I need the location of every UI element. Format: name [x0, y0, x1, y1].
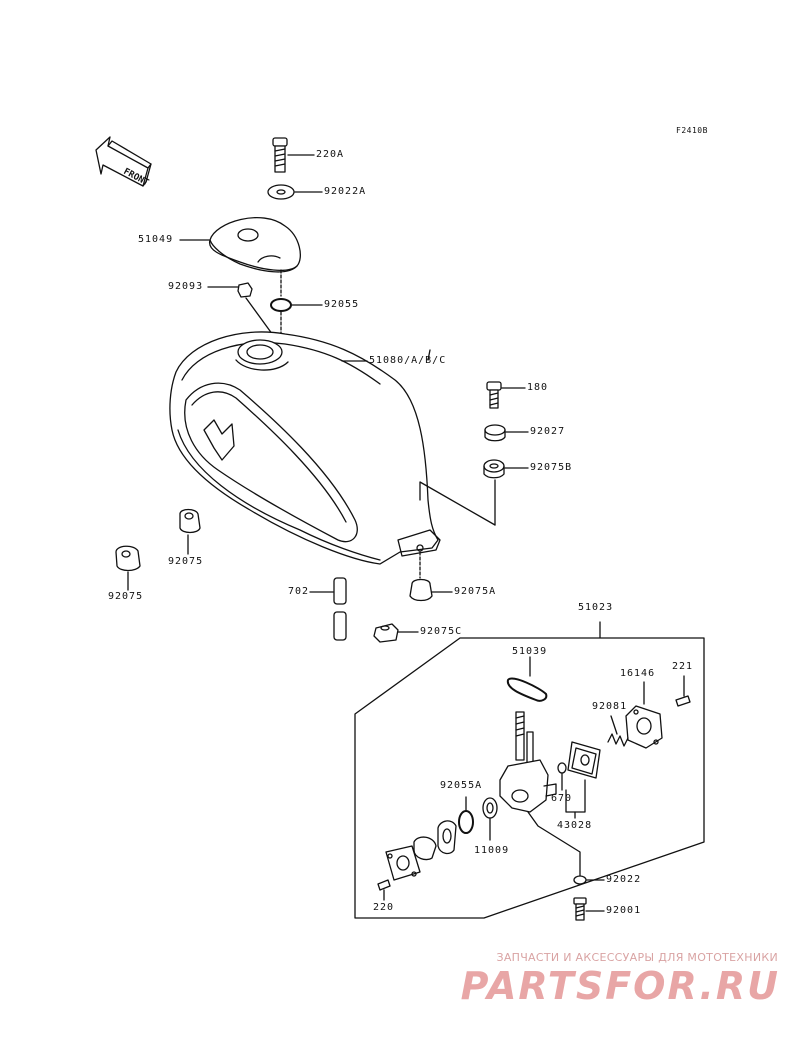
- watermark-logo: PARTSFOR.RU: [460, 964, 780, 1008]
- fuel-cock-box-51023: [354, 621, 705, 919]
- callout-702: 702: [288, 586, 310, 597]
- filter-11009: [482, 797, 498, 841]
- callout-92093: 92093: [168, 281, 204, 292]
- diaphragm-43028: [565, 741, 601, 819]
- callout-220: 220: [373, 902, 395, 913]
- lever-part: [437, 820, 457, 855]
- screw-221: [675, 675, 691, 707]
- damper-92075-b: [115, 545, 141, 591]
- bolt-180: [486, 381, 526, 409]
- callout-92075a: 92075A: [454, 586, 497, 597]
- spring-92081: [607, 715, 629, 747]
- damper-92075c: [373, 623, 419, 643]
- plate-part: [385, 845, 421, 881]
- watermark-caption: ЗАПЧАСТИ И АКСЕССУАРЫ ДЛЯ МОТОТЕХНИКИ: [496, 951, 778, 964]
- screw-220: [377, 879, 391, 901]
- callout-51039: 51039: [512, 646, 548, 657]
- collar-92027: [484, 424, 529, 442]
- callout-92075-b: 92075: [108, 591, 144, 602]
- o-ring-92055a: [458, 796, 474, 834]
- gasket-51039: [506, 656, 548, 702]
- callout-220a: 220A: [316, 149, 345, 160]
- cover-16146: [625, 681, 663, 749]
- callout-51023: 51023: [578, 602, 614, 613]
- callout-92001: 92001: [606, 905, 642, 916]
- front-arrow-icon: [95, 136, 152, 187]
- fuel-tank-51080: [169, 331, 496, 565]
- damper-92075-a: [179, 508, 201, 555]
- callout-92055: 92055: [324, 299, 360, 310]
- fuel-cock-body: [499, 711, 581, 877]
- callout-51080: 51080/A/B/C: [369, 355, 447, 366]
- bolt-220a: [272, 137, 315, 173]
- callout-92081: 92081: [592, 701, 628, 712]
- tank-cap-51049: [179, 217, 301, 297]
- callout-92075-a: 92075: [168, 556, 204, 567]
- damper-92075b: [483, 459, 529, 479]
- callout-51049: 51049: [138, 234, 174, 245]
- pipe-702: [309, 577, 347, 641]
- callout-92075c: 92075C: [420, 626, 463, 637]
- callout-221: 221: [672, 661, 694, 672]
- callout-16146: 16146: [620, 668, 656, 679]
- callout-92027: 92027: [530, 426, 566, 437]
- ring-670: [557, 762, 567, 791]
- callout-92055a: 92055A: [440, 780, 483, 791]
- callout-11009: 11009: [474, 845, 510, 856]
- callout-180: 180: [527, 382, 549, 393]
- callout-670: 670: [551, 793, 573, 804]
- callout-92022a: 92022A: [324, 186, 367, 197]
- callout-43028: 43028: [557, 820, 593, 831]
- washer-92022: [573, 875, 605, 885]
- gasket-part: [413, 836, 437, 861]
- bolt-92001: [573, 897, 605, 921]
- figure-code: F2410B: [676, 126, 708, 135]
- callout-92075b: 92075B: [530, 462, 573, 473]
- washer-92022a: [267, 184, 323, 200]
- callout-92022: 92022: [606, 874, 642, 885]
- damper-92075a: [409, 551, 453, 602]
